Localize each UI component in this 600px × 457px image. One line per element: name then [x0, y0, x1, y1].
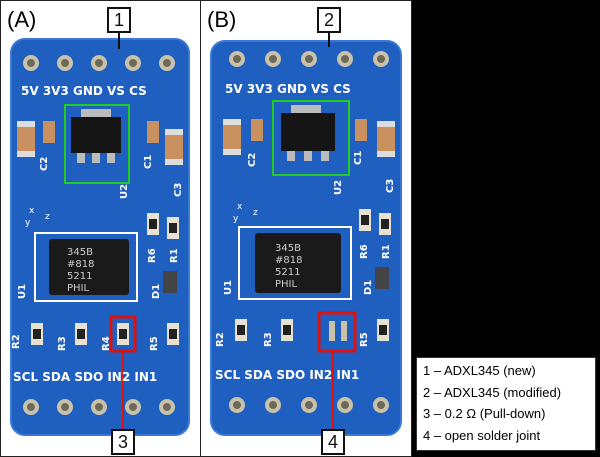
- panel-a: (A) 5V 3V3 GND VS CS: [0, 0, 202, 457]
- svg-text:x: x: [29, 206, 35, 216]
- footer-pads-a: [23, 399, 175, 415]
- svg-text:R3: R3: [263, 332, 274, 347]
- panel-a-label: (A): [7, 7, 37, 32]
- capacitor-a2: [43, 121, 55, 143]
- svg-text:y: y: [25, 218, 31, 228]
- open-joint-pad-left: [329, 321, 335, 341]
- green-highlight-a: [64, 104, 130, 184]
- pcb-a: [11, 39, 189, 435]
- panel-b-label: (B): [207, 7, 237, 32]
- footer-pins-a: SCL SDA SDO IN2 IN1: [13, 370, 157, 384]
- callout-1: 1: [107, 7, 131, 33]
- capacitor-a4: [147, 121, 159, 143]
- footer-pins-b: SCL SDA SDO IN2 IN1: [215, 368, 359, 382]
- svg-text:U2: U2: [119, 184, 130, 199]
- svg-text:R2: R2: [215, 332, 226, 347]
- legend-item: 4 – open solder joint: [423, 427, 541, 443]
- svg-text:y: y: [233, 214, 239, 224]
- svg-text:C1: C1: [143, 155, 154, 169]
- regulator-u2-b: [281, 113, 335, 151]
- svg-text:C3: C3: [173, 183, 184, 197]
- svg-text:PHIL: PHIL: [275, 279, 297, 290]
- legend-item: 1 – ADXL345 (new): [423, 363, 536, 378]
- svg-text:D1: D1: [363, 280, 374, 295]
- board-a: 5V 3V3 GND VS CS C2 C1 C3 U2 x y z: [10, 38, 190, 436]
- open-joint-pad-right: [341, 321, 347, 341]
- svg-text:C1: C1: [353, 151, 364, 165]
- header-pads-b: [229, 51, 389, 67]
- callout-4: 4: [321, 429, 345, 455]
- svg-text:R1: R1: [169, 248, 180, 263]
- svg-text:D1: D1: [151, 284, 162, 299]
- svg-text:z: z: [253, 208, 258, 218]
- svg-text:R6: R6: [147, 248, 158, 263]
- green-highlight-b: [272, 100, 350, 176]
- capacitor-b3: [377, 121, 395, 157]
- panel-b: (B) 5V 3V3 GND VS CS C2 C1: [200, 0, 412, 457]
- svg-text:R2: R2: [11, 334, 22, 349]
- svg-text:PHIL: PHIL: [67, 283, 89, 294]
- footer-pads-b: [229, 397, 389, 413]
- svg-text:#818: #818: [275, 255, 302, 266]
- svg-text:U1: U1: [223, 280, 234, 295]
- svg-text:R5: R5: [359, 332, 370, 347]
- diode-d1-a: [163, 271, 177, 293]
- svg-text:345B: 345B: [275, 243, 301, 254]
- board-a-photo: 5V 3V3 GND VS CS C2 C1 C3 U2 x y z: [10, 29, 190, 436]
- header-pins-a: 5V 3V3 GND VS CS: [21, 84, 147, 98]
- svg-text:U2: U2: [333, 180, 344, 195]
- board-b: 5V 3V3 GND VS CS C2 C1 C3 U2 x y z 345B …: [210, 40, 402, 436]
- svg-text:C2: C2: [39, 157, 50, 171]
- regulator-u2-a: [71, 117, 121, 153]
- svg-text:#818: #818: [67, 259, 94, 270]
- capacitor-a3: [165, 129, 183, 165]
- adxl345-chip-a: [49, 239, 129, 295]
- red-highlight-b: [317, 311, 357, 353]
- svg-text:C2: C2: [247, 153, 258, 167]
- svg-text:C3: C3: [385, 179, 396, 193]
- legend: 1 – ADXL345 (new) 2 – ADXL345 (modified)…: [416, 357, 596, 451]
- svg-text:x: x: [237, 202, 243, 212]
- svg-text:5211: 5211: [67, 271, 92, 282]
- header-pins-b: 5V 3V3 GND VS CS: [225, 82, 351, 96]
- svg-text:5211: 5211: [275, 267, 300, 278]
- legend-item: 3 – 0.2 Ω (Pull-down): [423, 406, 546, 421]
- svg-text:R5: R5: [149, 336, 160, 351]
- u1-outline-b: [238, 226, 352, 300]
- svg-text:R6: R6: [359, 244, 370, 259]
- u1-outline-a: [34, 232, 138, 302]
- capacitor-a1: [17, 121, 35, 157]
- svg-text:U1: U1: [17, 284, 28, 299]
- callout-3: 3: [111, 429, 135, 455]
- header-pads-a: [23, 55, 175, 71]
- svg-text:345B: 345B: [67, 247, 93, 258]
- adxl345-chip-b: [255, 233, 341, 293]
- svg-text:R1: R1: [381, 244, 392, 259]
- callout-2: 2: [317, 7, 341, 33]
- capacitor-b1: [223, 119, 241, 155]
- legend-item: 2 – ADXL345 (modified): [423, 384, 562, 400]
- svg-text:R3: R3: [57, 336, 68, 351]
- board-b-photo: 5V 3V3 GND VS CS C2 C1 C3 U2 x y z 345B …: [210, 29, 402, 436]
- svg-text:R4: R4: [101, 336, 112, 351]
- svg-text:z: z: [45, 212, 50, 222]
